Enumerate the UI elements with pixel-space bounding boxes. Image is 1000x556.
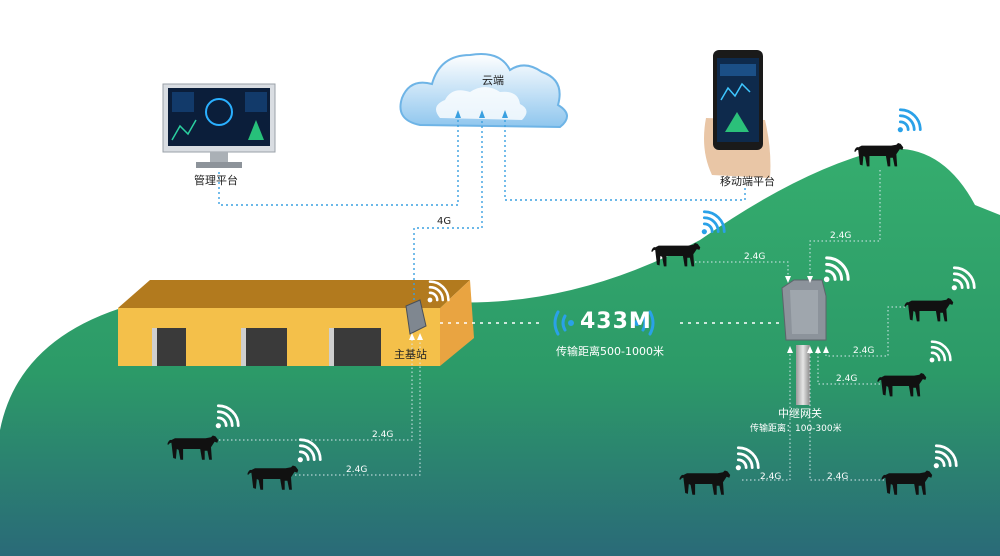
link-24g-label: 2.4G bbox=[830, 231, 852, 241]
barn bbox=[118, 280, 474, 366]
base-station-label: 主基站 bbox=[394, 348, 427, 361]
radio-wave-icon bbox=[553, 310, 655, 336]
link-24g-label: 2.4G bbox=[853, 346, 875, 356]
management-platform-label: 管理平台 bbox=[194, 174, 238, 187]
link-4g-label: 4G bbox=[437, 216, 452, 227]
link-433-label: 433M bbox=[580, 309, 652, 334]
arrow-heads bbox=[455, 110, 508, 118]
white-arrow-heads bbox=[409, 276, 829, 353]
base-station-device-icon bbox=[405, 299, 427, 335]
mobile-platform-phone-icon bbox=[704, 50, 771, 178]
link-24g-label: 2.4G bbox=[760, 472, 782, 482]
relay-range-label: 传输距离：100-300米 bbox=[750, 424, 842, 434]
link-24g-lines bbox=[215, 170, 905, 481]
link-24g-label: 2.4G bbox=[836, 374, 858, 384]
management-platform-monitor-icon bbox=[162, 83, 276, 168]
link-24g-label: 2.4G bbox=[744, 252, 766, 262]
green-hill bbox=[0, 148, 1000, 556]
link-24g-label: 2.4G bbox=[346, 465, 368, 475]
link-24g-label: 2.4G bbox=[372, 430, 394, 440]
relay-gateway-device-icon bbox=[781, 279, 827, 405]
wifi-icon bbox=[896, 108, 922, 134]
mobile-platform-label: 移动端平台 bbox=[720, 175, 775, 188]
relay-gateway-label: 中继网关 bbox=[778, 407, 822, 420]
cloud-label: 云端 bbox=[482, 74, 504, 87]
connection-lines bbox=[218, 112, 746, 300]
link-24g-label: 2.4G bbox=[827, 472, 849, 482]
link-433-range-label: 传输距离500-1000米 bbox=[556, 345, 664, 358]
